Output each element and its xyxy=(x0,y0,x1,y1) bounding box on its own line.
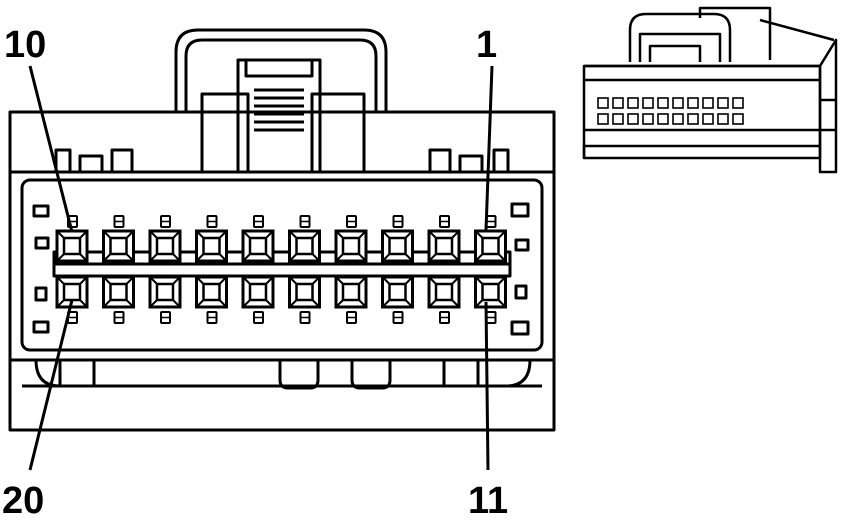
leader-10 xyxy=(28,65,74,233)
pin-cavity-16 xyxy=(241,275,275,324)
pin-cavity-5 xyxy=(288,215,321,263)
pin-label-20: 20 xyxy=(2,480,45,522)
latch-outer xyxy=(174,28,388,112)
pin-cavity-12 xyxy=(427,275,461,324)
pin-label-1: 1 xyxy=(476,24,498,66)
housing-outline xyxy=(8,110,556,432)
inset-cavity-18 xyxy=(627,113,639,125)
inset-cavity-16 xyxy=(657,113,669,125)
pin-cavity-19 xyxy=(102,275,135,324)
inset-cavity-11 xyxy=(732,113,744,125)
inset-cavity-3 xyxy=(702,97,714,109)
pin-cavity-8 xyxy=(148,215,182,263)
pin-cavity-15 xyxy=(288,275,321,324)
inset-cavity-19 xyxy=(612,113,624,125)
inset-cavity-12 xyxy=(717,113,729,125)
pin-cavity-2 xyxy=(427,215,461,263)
inset-cavity-10 xyxy=(597,97,609,109)
pin-cavity-7 xyxy=(195,215,228,263)
pin-cavity-13 xyxy=(381,275,414,324)
pin-label-11: 11 xyxy=(468,480,509,522)
pin-cavity-17 xyxy=(195,275,228,324)
latch-inner xyxy=(184,38,378,112)
terminal-cavities xyxy=(55,215,507,324)
leader-11 xyxy=(484,301,490,471)
inset-cavity-15 xyxy=(672,113,684,125)
inset-cavity-4 xyxy=(687,97,699,109)
inset-cavity-8 xyxy=(627,97,639,109)
pin-cavity-4 xyxy=(334,215,368,263)
connector-isometric-inset xyxy=(582,6,838,174)
pin-cavity-14 xyxy=(334,275,368,324)
pin-cavity-3 xyxy=(381,215,414,263)
inset-cavity-2 xyxy=(717,97,729,109)
pin-cavity-6 xyxy=(241,215,275,263)
inset-cavity-17 xyxy=(642,113,654,125)
leader-20 xyxy=(28,299,74,471)
pin-label-10: 10 xyxy=(4,24,47,66)
inset-cavity-14 xyxy=(687,113,699,125)
inset-cavity-1 xyxy=(732,97,744,109)
pin-cavity-10 xyxy=(55,215,89,263)
pin-cavity-1 xyxy=(474,215,507,263)
pin-cavity-20 xyxy=(55,275,89,324)
inset-cavity-20 xyxy=(597,113,609,125)
pin-cavity-9 xyxy=(102,215,135,263)
inset-cavity-5 xyxy=(672,97,684,109)
pin-cavity-18 xyxy=(148,275,182,324)
inset-cavity-13 xyxy=(702,113,714,125)
leader-1 xyxy=(484,65,494,231)
pin-cavity-11 xyxy=(474,275,507,324)
housing-inner xyxy=(20,178,544,352)
inset-cavity-7 xyxy=(642,97,654,109)
inset-cavity-6 xyxy=(657,97,669,109)
inset-cavities xyxy=(597,97,744,125)
inset-cavity-9 xyxy=(612,97,624,109)
